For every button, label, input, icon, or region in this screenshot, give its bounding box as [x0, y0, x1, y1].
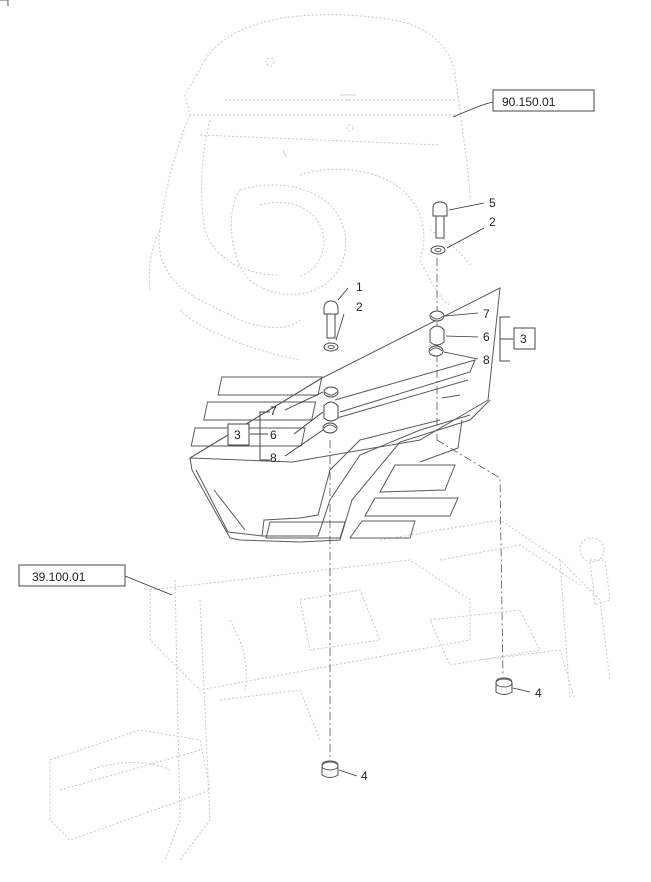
callout-cap-bottom-left: 8 [270, 451, 277, 465]
reference-label-39-100-01: 39.100.01 [32, 570, 86, 584]
callout-bolt-right: 5 [489, 196, 496, 210]
mount-left [321, 760, 339, 778]
background-cab-outline [148, 14, 471, 361]
background-frame-outline [49, 519, 611, 861]
kit-brackets [250, 316, 513, 461]
kit-label-left: 3 [234, 428, 241, 442]
kit-box-right[interactable]: 3 [513, 327, 536, 350]
callout-washer-left: 2 [356, 300, 363, 314]
callout-cap-top-right: 7 [483, 307, 490, 321]
callout-insulator-left: 6 [270, 428, 277, 442]
decal-panel [188, 287, 501, 543]
callout-cap-top-left: 7 [270, 404, 277, 418]
reference-label-90-150-01: 90.150.01 [502, 95, 556, 109]
kit-box-left[interactable]: 3 [227, 423, 250, 446]
leader-lines [124, 101, 531, 777]
kit-label-right: 3 [520, 332, 527, 346]
left-fastener-stack [322, 300, 339, 434]
callout-cap-bottom-right: 8 [483, 353, 490, 367]
callout-insulator-right: 6 [483, 330, 490, 344]
callout-mount-left: 4 [361, 769, 368, 783]
assembly-axes [329, 258, 504, 760]
callout-numbers: 5 2 1 2 7 6 8 7 6 8 4 4 [270, 196, 542, 783]
mount-right [495, 677, 513, 695]
callout-washer-right: 2 [489, 215, 496, 229]
reference-box-39-100-01[interactable]: 39.100.01 [18, 564, 126, 587]
reference-box-90-150-01[interactable]: 90.150.01 [492, 89, 595, 112]
right-fastener-stack [428, 201, 448, 357]
callout-bolt-left: 1 [356, 280, 363, 294]
callout-mount-right: 4 [535, 686, 542, 700]
corner-mark [0, 0, 9, 6]
